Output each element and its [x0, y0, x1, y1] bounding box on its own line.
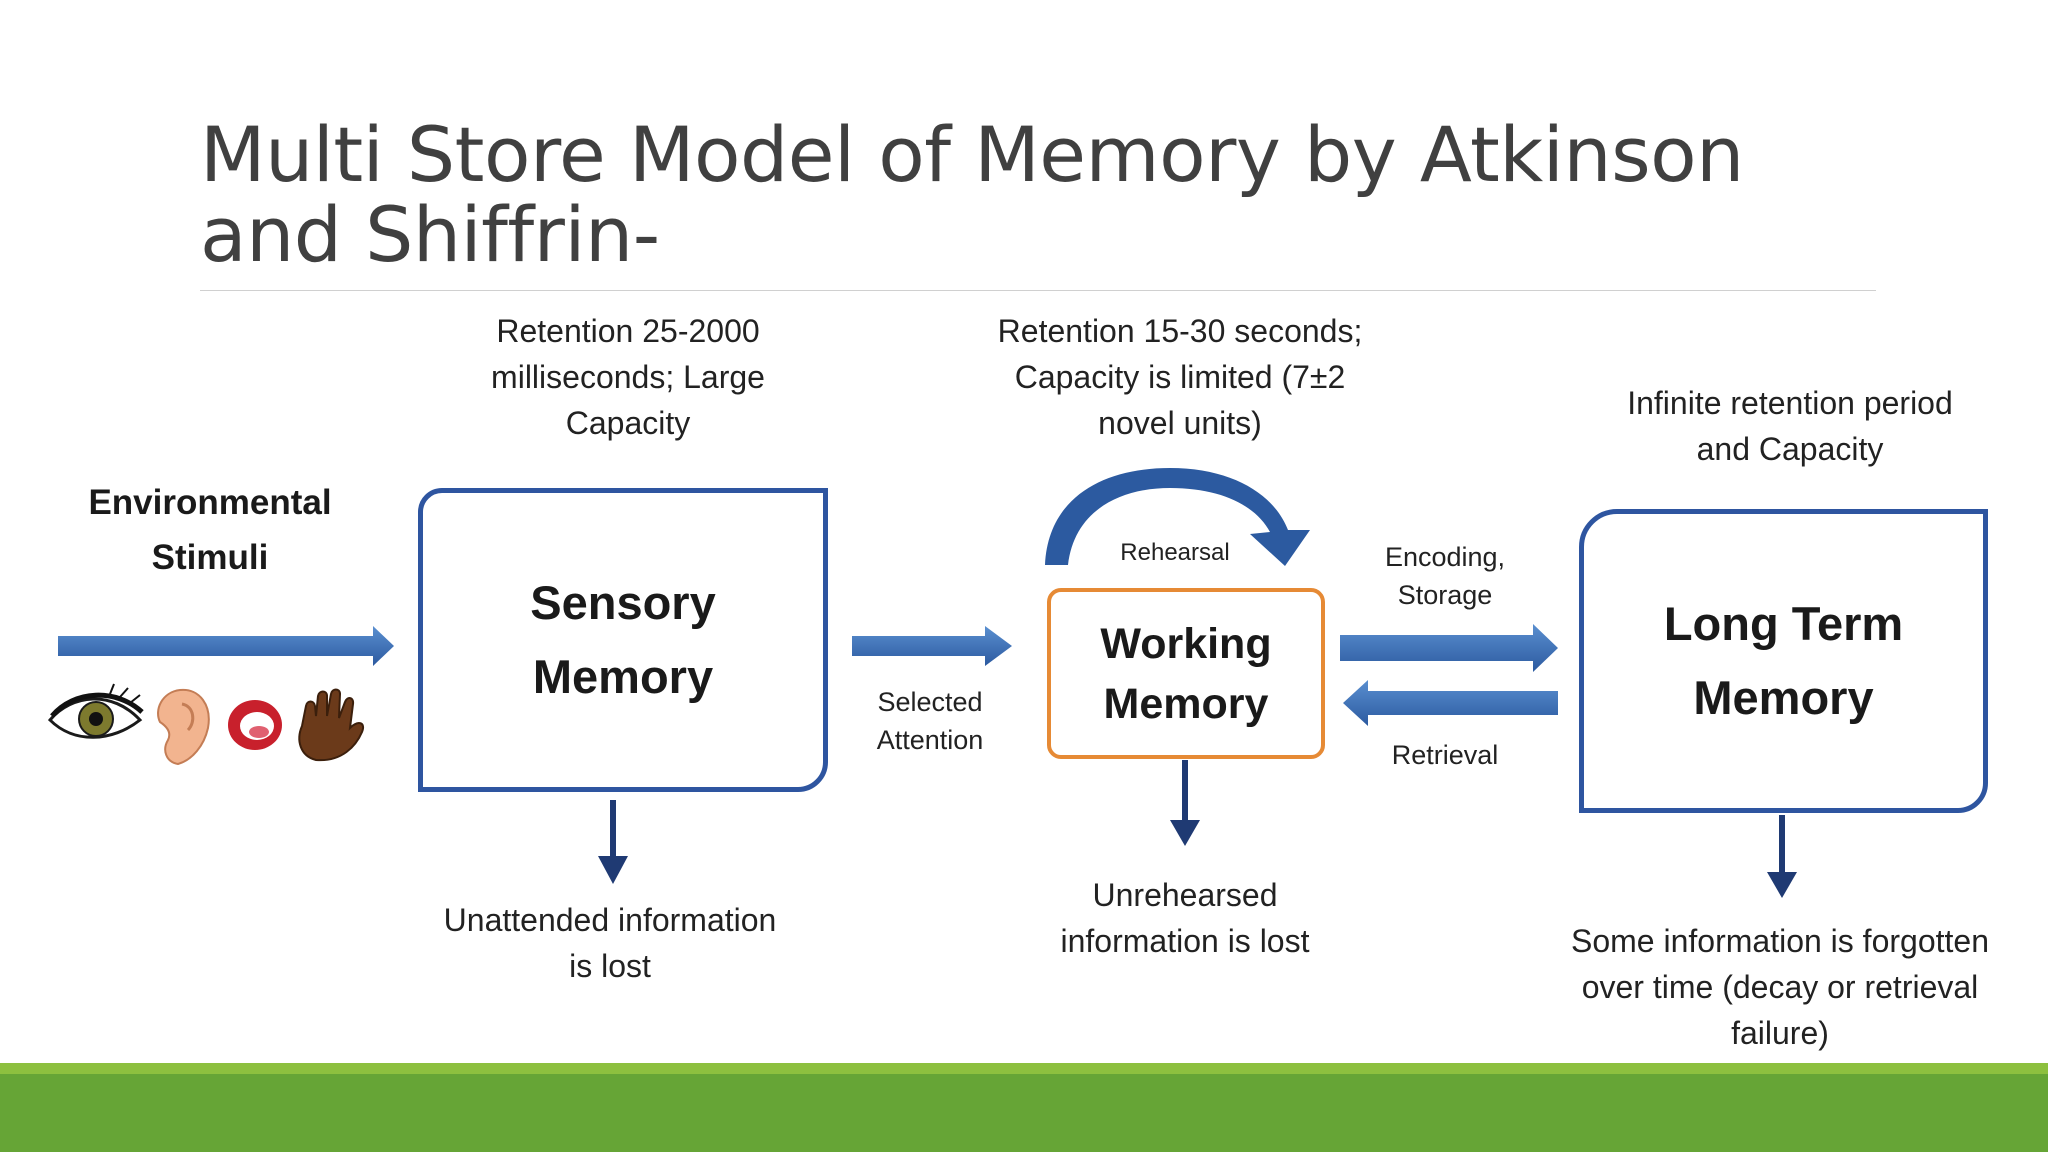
ltm-loss-arrow	[1767, 815, 1797, 898]
retrieval-arrow	[1343, 680, 1558, 726]
footer-accent-bar	[0, 1063, 2048, 1074]
eye-icon	[47, 683, 144, 739]
sensory-loss-arrow	[598, 800, 628, 884]
footer-bar	[0, 1074, 2048, 1152]
ear-icon	[157, 688, 210, 766]
working-memory-loss-note: Unrehearsed information is lost	[1060, 877, 1310, 959]
encoding-storage-label: Encoding, Storage	[1384, 542, 1506, 610]
long-term-memory-box: Long Term Memory	[1579, 509, 1988, 813]
stimuli-arrow	[58, 626, 394, 666]
sensory-loss-note: Unattended information is lost	[443, 902, 777, 984]
title-divider	[200, 290, 1876, 291]
selected-attention-label: Selected Attention	[876, 687, 984, 755]
working-memory-retention-note: Retention 15-30 seconds; Capacity is lim…	[997, 313, 1363, 441]
working-memory-label: Working Memory	[1100, 619, 1272, 728]
selected-attention-arrow	[852, 626, 1012, 666]
ltm-loss-note: Some information is forgotten over time …	[1571, 923, 1989, 1051]
sensory-memory-box: Sensory Memory	[418, 488, 828, 792]
sensory-memory-label: Sensory Memory	[530, 576, 716, 703]
working-memory-box: Working Memory	[1047, 588, 1325, 759]
rehearsal-arrow	[1045, 468, 1310, 566]
working-memory-loss-arrow	[1170, 760, 1200, 846]
mouth-icon	[228, 700, 282, 750]
retrieval-label: Retrieval	[1391, 740, 1499, 770]
long-term-memory-label: Long Term Memory	[1663, 597, 1904, 724]
rehearsal-label: Rehearsal	[1120, 539, 1230, 566]
hand-icon	[298, 688, 364, 762]
environmental-stimuli-label: Environmental Stimuli	[88, 483, 332, 577]
ltm-retention-note: Infinite retention period and Capacity	[1627, 385, 1953, 467]
encoding-arrow	[1340, 624, 1558, 672]
slide-title: Multi Store Model of Memory by Atkinson …	[200, 110, 1744, 279]
sensory-retention-note: Retention 25-2000 milliseconds; Large Ca…	[491, 313, 765, 441]
